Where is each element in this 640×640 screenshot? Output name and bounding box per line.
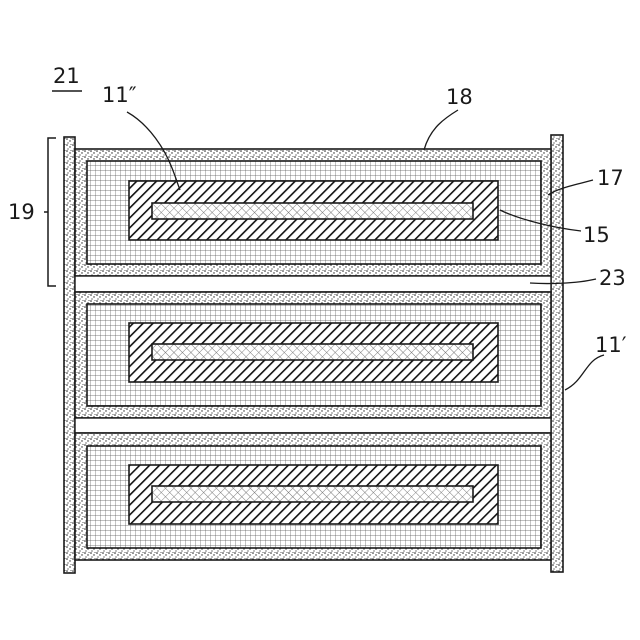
stack-unit-2	[75, 292, 551, 418]
label-outer-film: 18	[446, 85, 473, 109]
leader-side-wall	[565, 355, 604, 390]
stack-unit-3	[75, 433, 551, 560]
gap-2	[75, 418, 551, 433]
label-gap: 23	[599, 266, 626, 290]
figure-ref-label: 21	[53, 64, 80, 88]
label-top-layer: 11″	[102, 83, 137, 107]
gap-1	[75, 276, 551, 292]
core-1	[152, 203, 473, 219]
label-side-layer: 17	[597, 166, 624, 190]
stack-bracket	[44, 138, 56, 286]
core-3	[152, 486, 473, 502]
label-core: 15	[583, 223, 610, 247]
core-2	[152, 344, 473, 360]
left-side-wall	[64, 137, 75, 573]
leader-outer-film	[424, 110, 458, 150]
right-side-wall	[551, 135, 563, 572]
stack-unit-1	[75, 149, 551, 276]
label-side-wall: 11′	[595, 333, 627, 357]
label-stack: 19	[8, 200, 35, 224]
